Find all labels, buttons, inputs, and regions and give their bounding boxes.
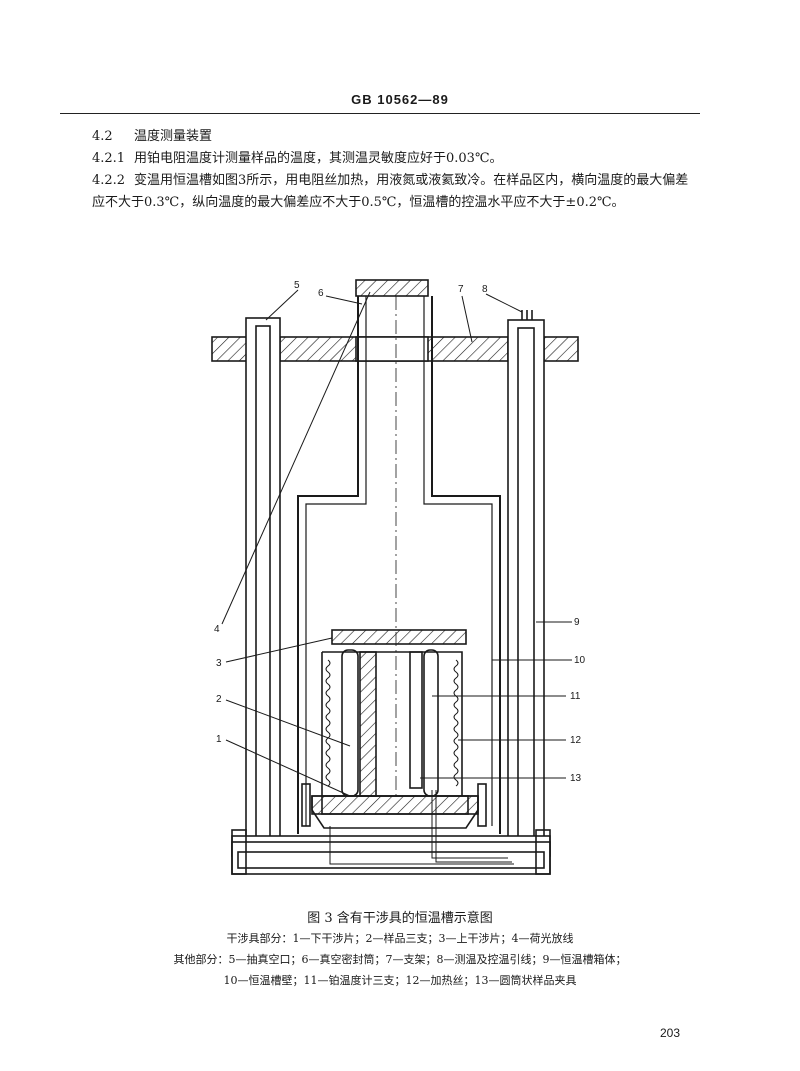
- label-13: 13: [570, 773, 582, 784]
- label-11: 11: [570, 691, 581, 702]
- label-8: 8: [482, 284, 488, 295]
- label-1: 1: [216, 734, 222, 745]
- legend-line-2: 其他部分：5—抽真空口；6—真空密封筒；7—支架；8—测温及控温引线；9—恒温槽…: [173, 953, 627, 966]
- section-text: 用铂电阻温度计测量样品的温度，其测温灵敏度应好于0.03℃。: [134, 151, 503, 166]
- label-2: 2: [216, 694, 222, 705]
- label-10: 10: [574, 655, 586, 666]
- section-title: 温度测量装置: [134, 129, 213, 144]
- section-4-2: 4.2 温度测量装置: [92, 126, 692, 148]
- section-number: 4.2.2: [92, 173, 126, 188]
- label-6: 6: [318, 288, 324, 299]
- label-3: 3: [216, 658, 222, 669]
- section-text-line2: 应不大于0.3℃，纵向温度的最大偏差应不大于0.5℃，恒温槽的控温水平应不大于±…: [92, 195, 625, 210]
- section-number: 4.2: [92, 129, 113, 144]
- lead-tube: [507, 310, 545, 845]
- label-12: 12: [570, 735, 582, 746]
- legend-line-1: 干涉具部分：1—下干涉片；2—样品三支；3—上干涉片；4—荷光放线: [226, 932, 574, 945]
- header-rule: [60, 113, 700, 114]
- figure-caption: 图 3 含有干涉具的恒温槽示意图: [307, 911, 493, 926]
- vacuum-port-tube: [245, 317, 281, 845]
- label-7: 7: [458, 284, 464, 295]
- page-number: 203: [660, 1026, 681, 1040]
- vacuum-seal-cylinder: [297, 279, 501, 834]
- section-4-2-2: 4.2.2 变温用恒温槽如图3所示，用电阻丝加热，用液氮或液氦致冷。在样品区内，横…: [92, 170, 692, 214]
- standard-header: GB 10562—89: [351, 92, 449, 107]
- legend-line-3: 10—恒温槽壁；11—铂温度计三支；12—加热丝；13—圆筒状样品夹具: [223, 974, 577, 987]
- section-4-2-1: 4.2.1 用铂电阻温度计测量样品的温度，其测温灵敏度应好于0.03℃。: [92, 148, 692, 170]
- label-5: 5: [294, 280, 300, 291]
- section-number: 4.2.1: [92, 151, 126, 166]
- label-4: 4: [214, 624, 220, 635]
- label-9: 9: [574, 617, 580, 628]
- section-text-line1: 变温用恒温槽如图3所示，用电阻丝加热，用液氮或液氦致冷。在样品区内，横向温度的最…: [134, 173, 689, 188]
